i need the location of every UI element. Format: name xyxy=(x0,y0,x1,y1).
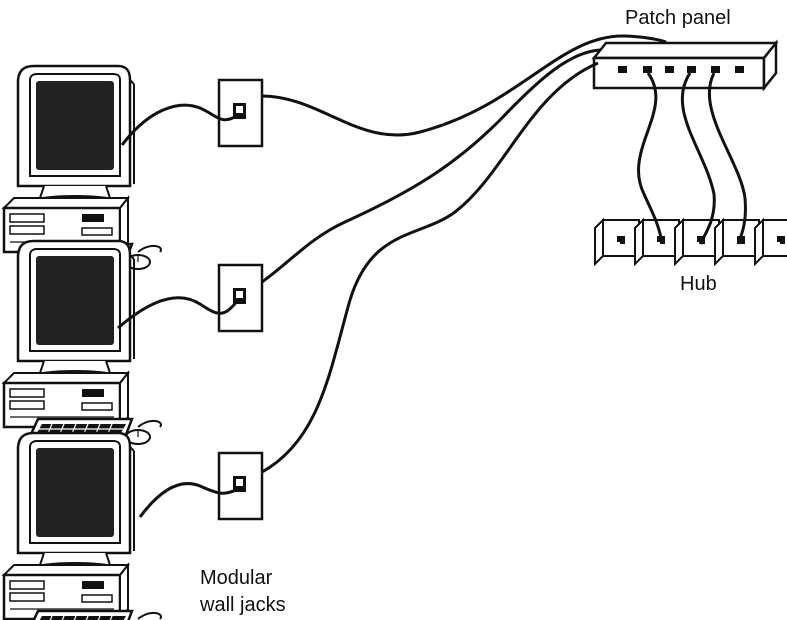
patch-port-1 xyxy=(618,66,627,73)
wall-jack-1 xyxy=(217,78,264,148)
hub-port-3 xyxy=(674,219,720,265)
hub-port-5 xyxy=(754,219,787,265)
wall-jacks-label-line2: wall jacks xyxy=(199,594,286,616)
hub-port-1 xyxy=(594,219,640,265)
hub xyxy=(594,219,787,265)
wall-jack-2 xyxy=(217,263,264,333)
cable-pc1-jack1 xyxy=(120,103,238,146)
patch-cord-1 xyxy=(637,72,664,243)
cable-jack1-patch-panel xyxy=(261,34,667,137)
patch-cord-3 xyxy=(707,72,747,245)
cable-jack3-patch-panel xyxy=(261,61,599,474)
patch-cord-2 xyxy=(680,72,716,245)
patch-port-2 xyxy=(643,66,652,73)
patch-panel-label: Patch panel xyxy=(625,7,731,29)
wall-jacks-label-line1: Modular xyxy=(200,567,273,589)
computer-1 xyxy=(2,64,163,272)
hub-port-4 xyxy=(714,219,760,265)
cable-jack2-patch-panel xyxy=(261,48,601,284)
patch-port-6 xyxy=(735,66,744,73)
patch-panel xyxy=(591,39,779,92)
wall-jack-3 xyxy=(217,451,264,521)
patch-port-4 xyxy=(687,66,696,73)
computer-2 xyxy=(2,239,163,447)
patch-port-3 xyxy=(665,66,674,73)
cable-pc3-jack3 xyxy=(138,482,239,518)
cable-pc2-jack2 xyxy=(117,296,240,330)
hub-label: Hub xyxy=(680,273,717,295)
computer-3 xyxy=(2,431,163,620)
patch-port-5 xyxy=(711,66,720,73)
